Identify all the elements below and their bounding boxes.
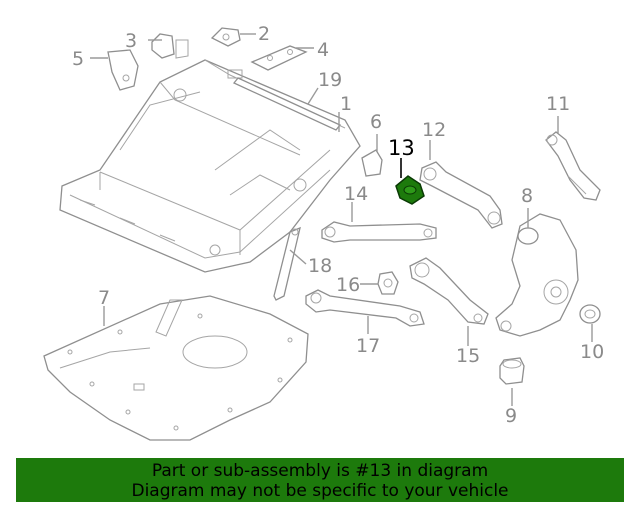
control-arm-part-12[interactable] [419, 161, 503, 229]
control-arm-part-17[interactable] [305, 289, 425, 327]
callout-labels: 1 2 3 4 5 6 7 8 9 10 11 12 13 14 15 16 1… [72, 23, 604, 427]
control-arm-part-14[interactable] [321, 221, 437, 243]
callout-9: 9 [505, 405, 517, 427]
bracket-part-6[interactable] [361, 149, 383, 177]
control-arm-part-11[interactable] [545, 131, 601, 201]
callout-8: 8 [521, 185, 533, 207]
bracket-part-2[interactable] [210, 27, 241, 47]
link-part-18[interactable] [273, 226, 301, 301]
callout-11: 11 [546, 93, 570, 115]
callout-2: 2 [258, 23, 270, 45]
callout-3: 3 [125, 30, 137, 52]
leader-lines [90, 33, 593, 406]
knuckle-part-8[interactable] [495, 213, 579, 337]
parts-diagram: 1 2 3 4 5 6 7 8 9 10 11 12 13 14 15 16 1… [43, 23, 604, 441]
subframe-part[interactable] [59, 59, 361, 273]
bushing-part-16[interactable] [377, 271, 399, 295]
callout-15: 15 [456, 345, 480, 367]
bushing-part-13[interactable] [395, 175, 425, 205]
shield-part-7[interactable] [43, 295, 309, 441]
bushing-part-10[interactable] [579, 304, 601, 324]
banner-line-2: Diagram may not be specific to your vehi… [131, 481, 509, 501]
callout-1: 1 [340, 93, 352, 115]
callout-10: 10 [580, 341, 604, 363]
callout-19: 19 [318, 69, 342, 91]
callout-18: 18 [308, 255, 332, 277]
callout-14: 14 [344, 183, 368, 205]
callout-7: 7 [98, 287, 110, 309]
rail-part[interactable] [232, 77, 342, 131]
callout-4: 4 [317, 39, 329, 61]
control-arm-part-15[interactable] [409, 257, 489, 325]
bracket-part-5[interactable] [107, 49, 139, 91]
callout-13: 13 [388, 136, 415, 160]
bracket-part-4[interactable] [250, 45, 308, 71]
callout-17: 17 [356, 335, 380, 357]
callout-12: 12 [422, 119, 446, 141]
info-banner: Part or sub-assembly is #13 in diagram D… [16, 458, 624, 502]
callout-16: 16 [336, 274, 360, 296]
callout-6: 6 [370, 111, 382, 133]
bushing-part-9[interactable] [499, 357, 525, 385]
callout-5: 5 [72, 48, 84, 70]
banner-line-1: Part or sub-assembly is #13 in diagram [151, 461, 489, 481]
bracket-part-3[interactable] [151, 33, 189, 59]
